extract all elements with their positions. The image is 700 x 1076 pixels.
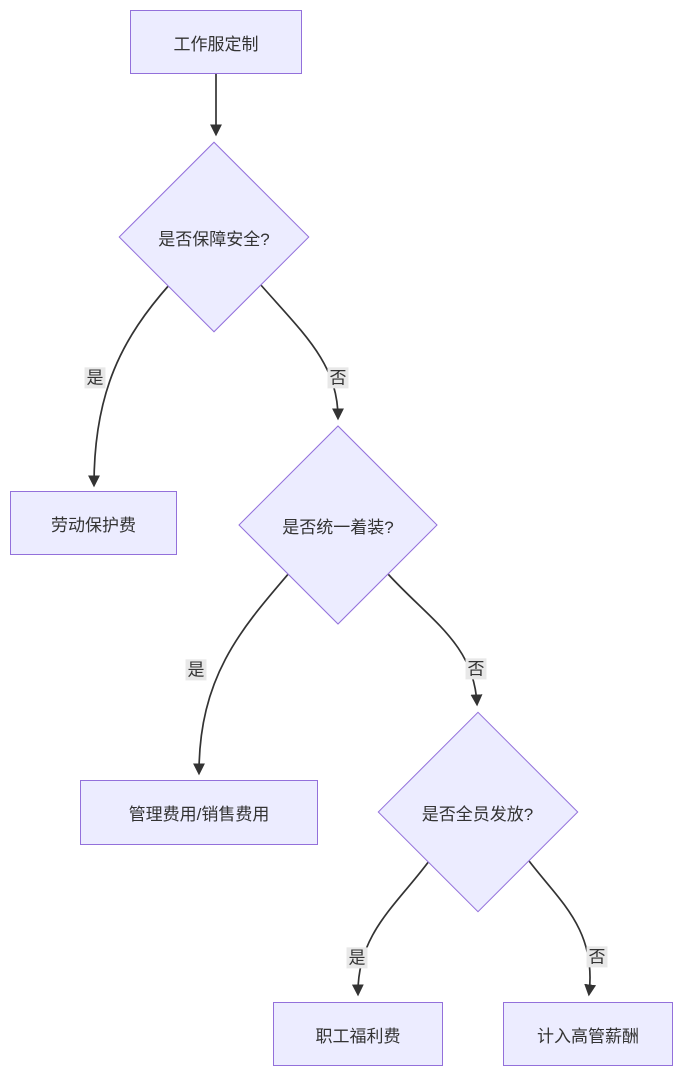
decision-safety-label: 是否保障安全? xyxy=(158,229,270,249)
edge-uniform-yes-to-mgmt xyxy=(193,571,291,776)
node-exec-compensation: 计入高管薪酬 xyxy=(503,1002,673,1066)
decision-safety: 是否保障安全? xyxy=(118,141,310,333)
edge-label-no-3: 否 xyxy=(586,946,608,968)
decision-all-staff-label: 是否全员发放? xyxy=(421,804,534,824)
node-exec-compensation-label: 计入高管薪酬 xyxy=(537,1026,639,1046)
node-labor-protection-fee: 劳动保护费 xyxy=(10,491,177,555)
edge-label-no-1: 否 xyxy=(327,367,349,389)
node-start-label: 工作服定制 xyxy=(173,34,259,54)
decision-all-staff: 是否全员发放? xyxy=(376,711,579,913)
node-employee-welfare-fee-label: 职工福利费 xyxy=(315,1026,401,1046)
edge-allstaff-yes-to-welfare xyxy=(351,856,433,997)
edge-safety-yes-to-labor xyxy=(88,283,171,488)
edge-allstaff-no-to-exec xyxy=(525,856,597,997)
node-start: 工作服定制 xyxy=(130,10,302,74)
edge-label-yes-3: 是 xyxy=(346,947,368,969)
edge-label-yes-2: 是 xyxy=(185,659,207,681)
edge-safety-no-to-uniform xyxy=(259,283,344,421)
node-employee-welfare-fee: 职工福利费 xyxy=(273,1002,443,1066)
decision-uniform-dress: 是否统一着装? xyxy=(238,425,438,625)
decision-uniform-dress-label: 是否统一着装? xyxy=(282,517,394,537)
node-labor-protection-fee-label: 劳动保护费 xyxy=(51,515,136,535)
edge-uniform-no-to-allstaff xyxy=(387,573,483,707)
edge-label-no-2: 否 xyxy=(465,658,487,680)
node-mgmt-sales-expense-label: 管理费用/销售费用 xyxy=(128,805,270,824)
node-mgmt-sales-expense: 管理费用/销售费用 xyxy=(80,780,318,845)
edge-label-yes-1: 是 xyxy=(84,367,106,389)
